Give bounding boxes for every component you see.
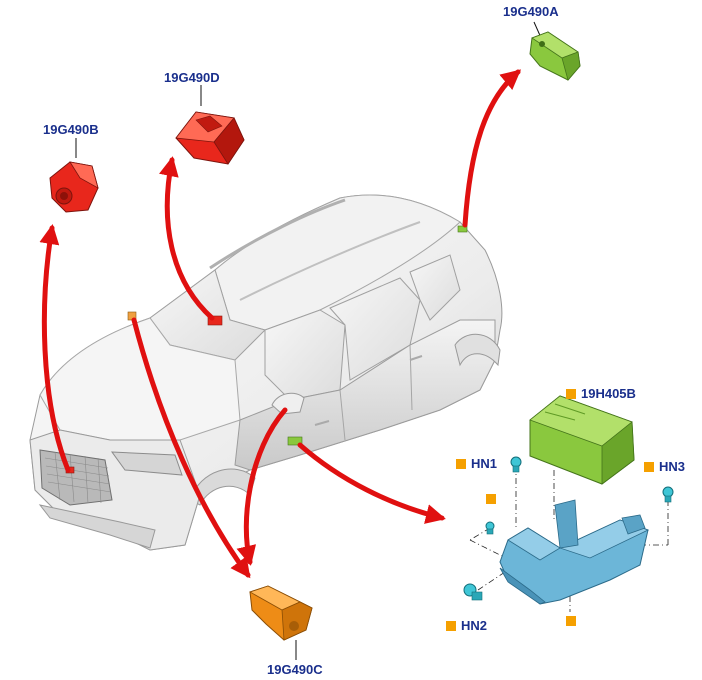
label-hn2: HN2 — [446, 618, 487, 633]
label-hn3-text: HN3 — [659, 459, 686, 474]
marker-square-bracket-bottom — [566, 616, 576, 626]
label-19h405b: 19H405B — [566, 386, 636, 401]
label-19g490a: 19G490A — [503, 4, 559, 19]
label-19h405b-text: 19H405B — [581, 386, 636, 401]
label-hn1-text: HN1 — [471, 456, 498, 471]
module-19g490d-image — [175, 111, 245, 165]
rear-camera-spot — [457, 225, 468, 233]
module-19g490c-image — [249, 585, 313, 641]
fastener-center-image — [485, 521, 495, 535]
module-19g490a-image — [529, 31, 581, 81]
side-module-spot — [287, 436, 303, 446]
arrow-to-19g490b — [39, 224, 71, 473]
marker-square — [446, 621, 456, 631]
marker-square — [456, 459, 466, 469]
roof-camera-spot — [207, 315, 223, 326]
arrow-to-19g490a — [462, 69, 522, 228]
arrow-to-19g490d — [159, 156, 215, 321]
label-19g490d: 19G490D — [164, 70, 220, 85]
fastener-hn2-image — [463, 583, 483, 601]
vehicle-body — [29, 194, 503, 551]
arrow-to-19g490c-b — [236, 407, 288, 566]
label-hn1: HN1 — [456, 456, 497, 471]
fastener-hn3-image — [662, 486, 674, 503]
marker-square — [566, 389, 576, 399]
label-19g490c: 19G490C — [267, 662, 323, 677]
callout-arrows — [39, 69, 522, 579]
marker-square — [644, 462, 654, 472]
label-hn3: HN3 — [644, 459, 685, 474]
mounting-bracket-image — [499, 499, 650, 605]
fastener-hn1-image — [510, 456, 522, 473]
module-19h405b-image — [529, 395, 635, 485]
arrow-to-19g490c-a — [131, 317, 251, 579]
marker-square-center-fastener — [486, 494, 496, 504]
label-hn2-text: HN2 — [461, 618, 488, 633]
arrow-to-bracket — [297, 442, 446, 524]
module-19g490b-image — [49, 161, 99, 213]
label-19g490b: 19G490B — [43, 122, 99, 137]
